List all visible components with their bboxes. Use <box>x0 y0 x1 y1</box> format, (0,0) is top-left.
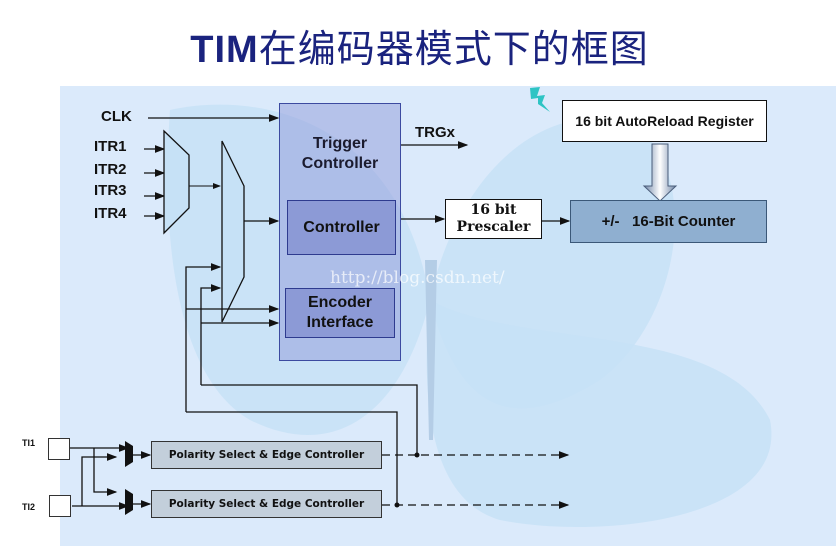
label-clk: CLK <box>101 108 132 125</box>
autoreload-register: 16 bit AutoReload Register <box>562 100 767 142</box>
trigger-controller-label: Trigger Controller <box>301 135 379 172</box>
bg-wing-lower <box>426 300 772 527</box>
polarity-controller-1: Polarity Select & Edge Controller <box>151 441 382 469</box>
reload-arrow <box>642 143 678 202</box>
page-title: TIM在编码器模式下的框图 <box>0 18 839 73</box>
mux-itr <box>163 129 190 235</box>
label-itr3: ITR3 <box>94 182 127 199</box>
mux-ti1 <box>125 441 133 467</box>
label-trgx: TRGx <box>415 124 456 141</box>
prescaler-line2: Prescaler <box>456 219 531 235</box>
watermark: http://blog.csdn.net/ <box>330 268 505 288</box>
label-itr4: ITR4 <box>94 205 127 222</box>
mux-ti2 <box>125 489 133 515</box>
label-itr2: ITR2 <box>94 161 127 178</box>
ti2-pin <box>49 495 71 517</box>
counter-block: +/- 16-Bit Counter <box>570 200 767 243</box>
label-ti2: TI2 <box>22 502 36 512</box>
label-ti1: TI1 <box>22 438 36 448</box>
prescaler-line1: 16 bit <box>470 202 517 218</box>
polarity-controller-2: Polarity Select & Edge Controller <box>151 490 382 518</box>
label-itr1: ITR1 <box>94 138 127 155</box>
encoder-interface-label: Encoder Interface <box>306 294 374 331</box>
bg-body <box>425 260 437 440</box>
mux-trigger <box>221 140 245 323</box>
title-latin: TIM <box>190 29 259 71</box>
controller-block: Controller <box>287 200 396 255</box>
title-cn: 在编码器模式下的框图 <box>258 27 649 71</box>
lightning-icon <box>530 87 550 112</box>
encoder-interface: Encoder Interface <box>285 288 395 338</box>
ti1-pin <box>48 438 70 460</box>
